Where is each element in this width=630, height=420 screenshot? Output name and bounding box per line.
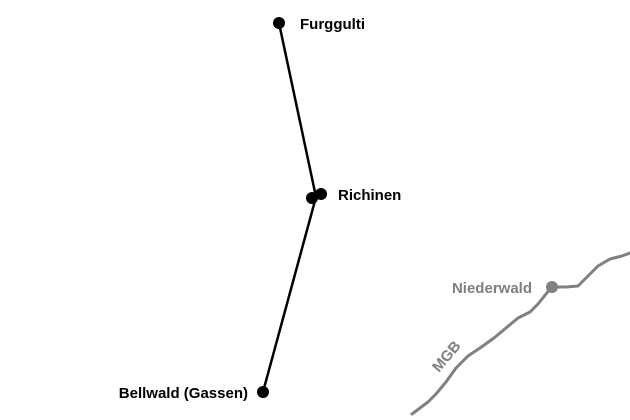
cableway-line	[261, 22, 318, 393]
station-label-richinen: Richinen	[338, 187, 401, 204]
station-dot-richinen-lower	[306, 192, 318, 204]
station-label-bellwald: Bellwald (Gassen)	[119, 385, 248, 402]
station-dot-richinen-upper	[315, 188, 327, 200]
station-dot-bellwald	[257, 386, 269, 398]
station-dot-furggulti	[273, 17, 285, 29]
mgb-line-label: MGB	[429, 338, 465, 376]
mgb-railway-line	[410, 251, 630, 416]
station-label-furggulti: Furggulti	[300, 16, 365, 33]
station-dot-niederwald	[546, 281, 558, 293]
station-label-niederwald: Niederwald	[452, 280, 532, 297]
